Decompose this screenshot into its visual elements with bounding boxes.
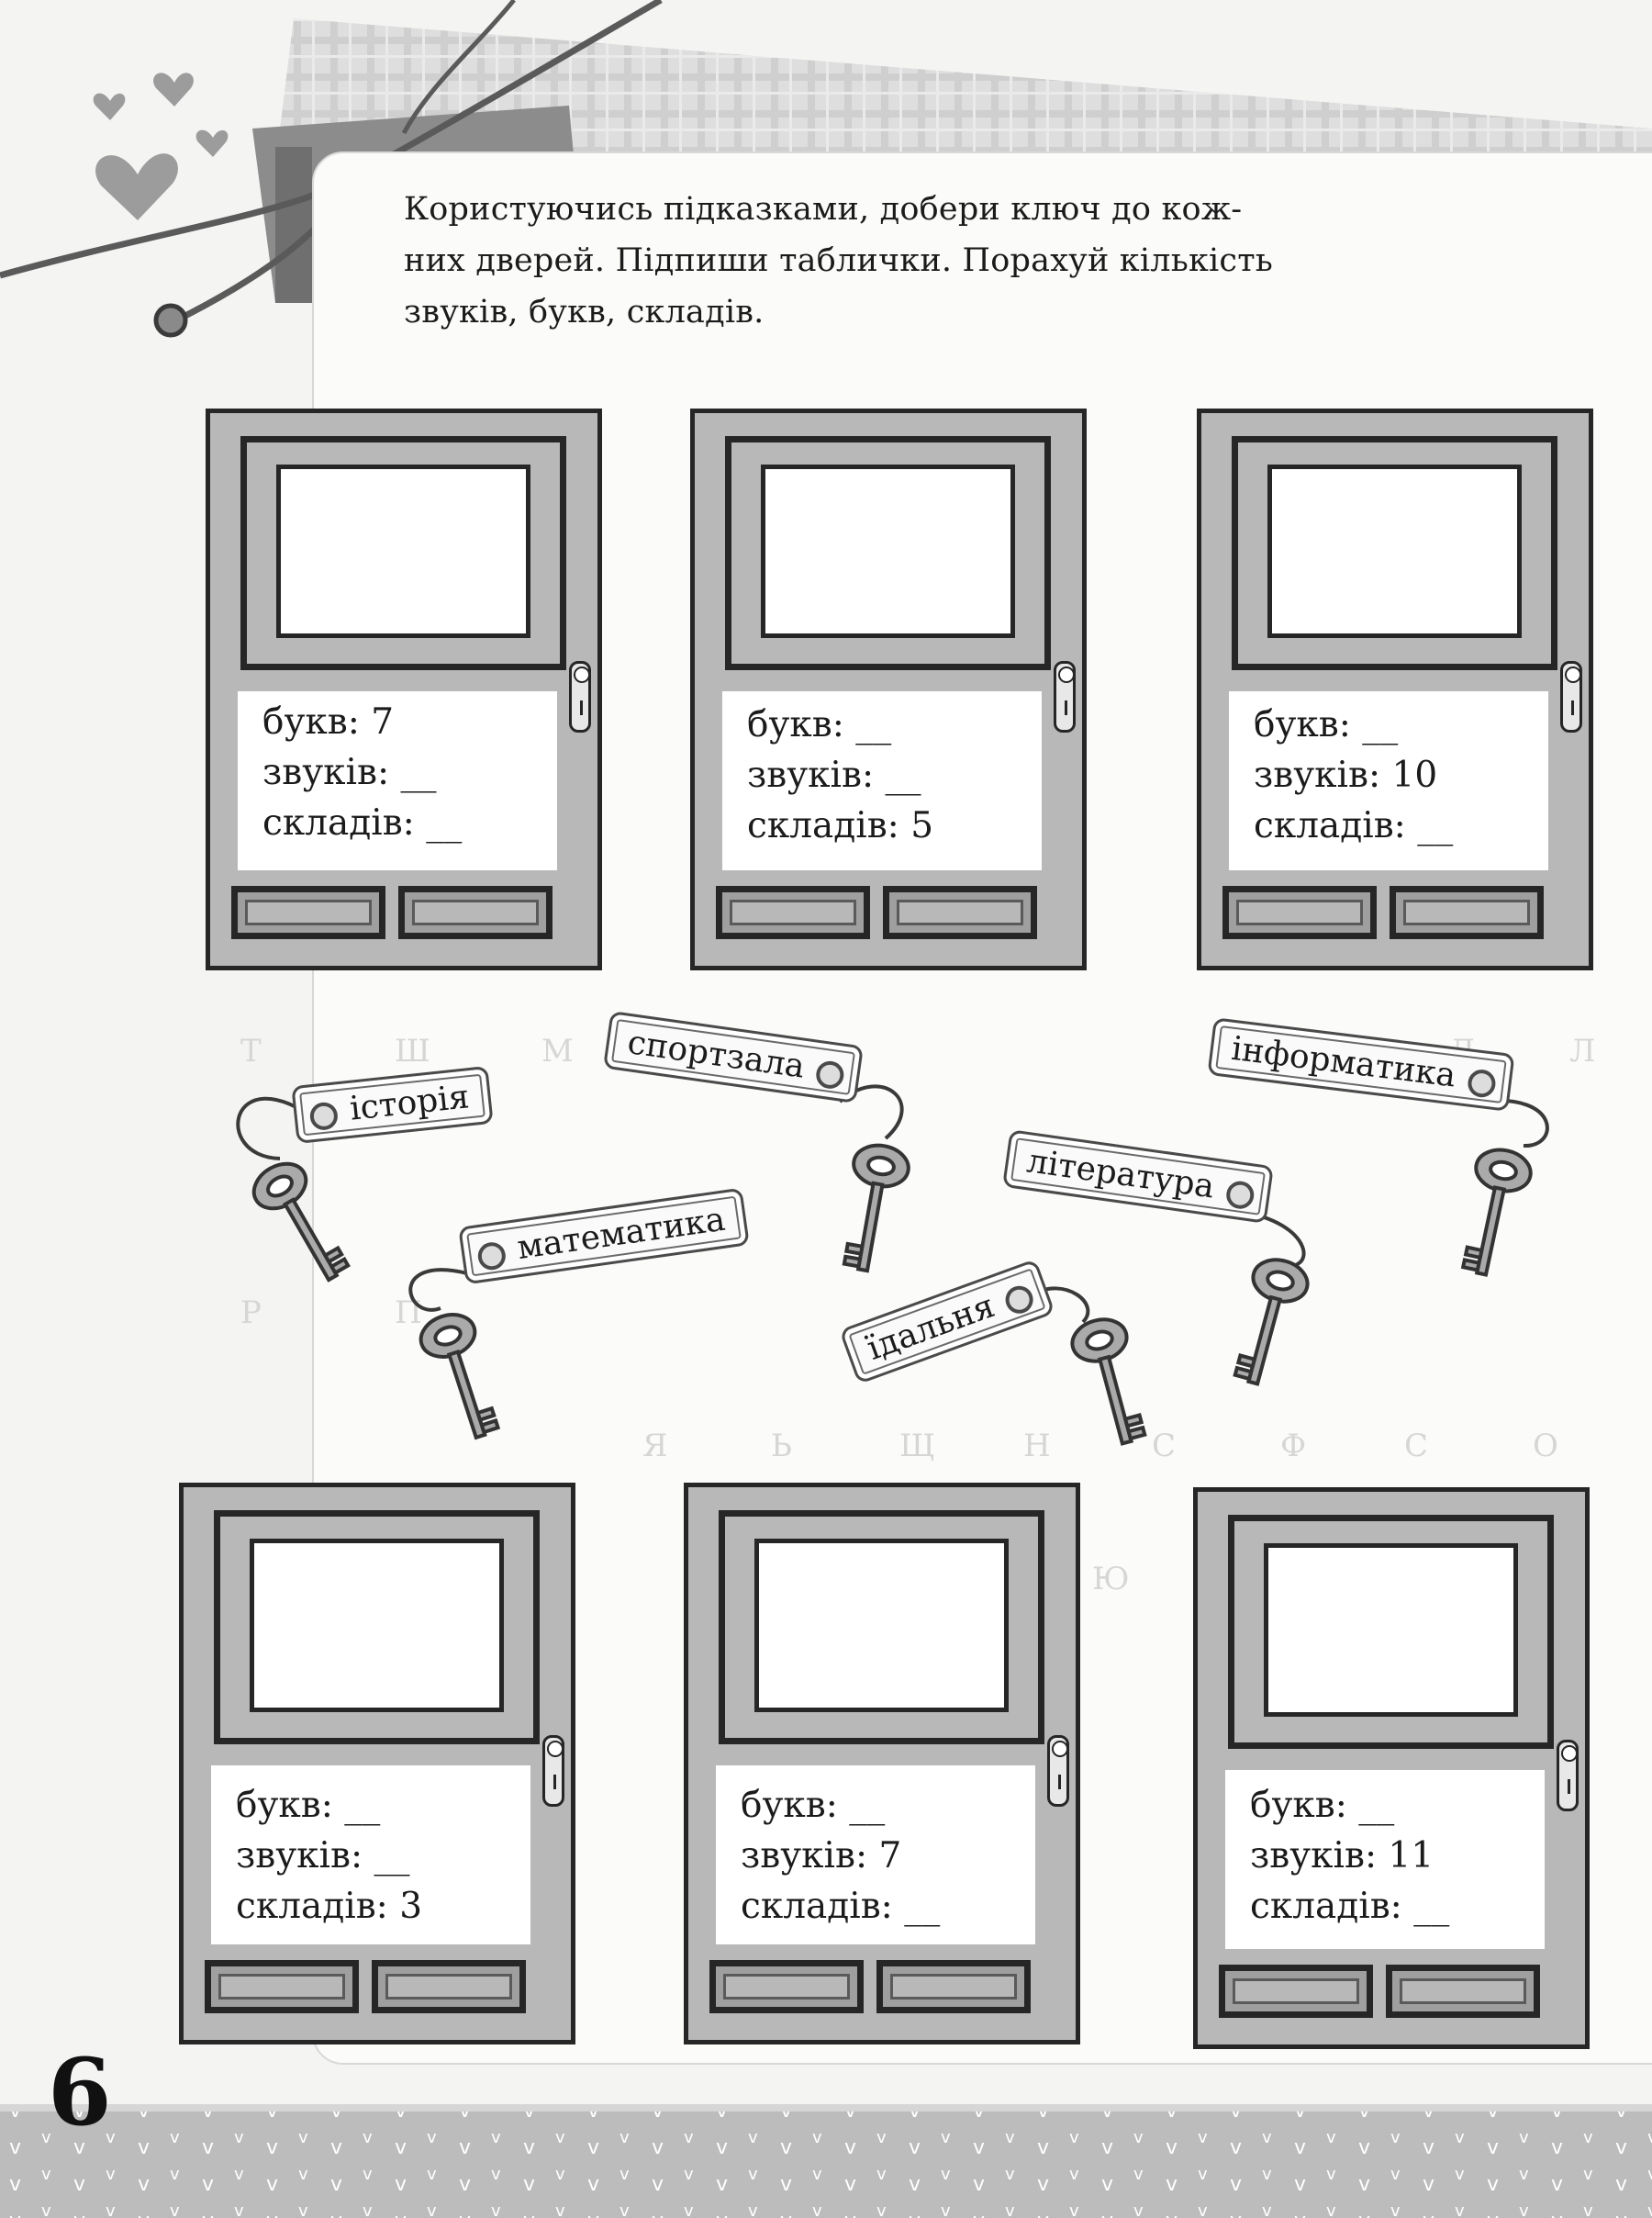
ghost-letter: Ш: [395, 1033, 430, 1070]
door-1-label: [238, 691, 557, 870]
sounds-count: звуків: __: [747, 755, 921, 796]
syllables-count: складів: __: [1254, 805, 1454, 846]
syllables-count: складів: __: [741, 1886, 941, 1927]
door-5: букв: __ звуків: 7 складів: __: [684, 1483, 1080, 2044]
sounds-count: звуків: 10: [1254, 755, 1438, 796]
door-handle-icon: [569, 661, 591, 733]
letters-count: букв: 7: [262, 701, 395, 743]
syllables-count: складів: 5: [747, 805, 934, 846]
ghost-letter: Щ: [899, 1428, 935, 1464]
ghost-letter: П: [395, 1294, 422, 1331]
sounds-count: звуків: 7: [741, 1835, 902, 1876]
tag-hole-icon: [308, 1100, 340, 1131]
tag-hole-icon: [1466, 1067, 1497, 1099]
ghost-letter: Ь: [771, 1428, 792, 1464]
pin-icon: [153, 303, 188, 338]
task-instruction: Користуючись підказками, добери ключ до …: [404, 184, 1514, 338]
door-handle-icon: [1557, 1740, 1579, 1811]
letters-count: букв: __: [1250, 1785, 1395, 1826]
letters-count: букв: __: [1254, 704, 1399, 745]
door-2: букв: __ звуків: __ складів: 5: [690, 409, 1087, 970]
ghost-letter: М: [541, 1033, 574, 1070]
sounds-count: звуків: __: [262, 752, 437, 793]
door-3: букв: __ звуків: 10 складів: __: [1197, 409, 1593, 970]
door-6: букв: __ звуків: 11 складів: __: [1193, 1487, 1590, 2049]
door-6-label: [1225, 1770, 1545, 1949]
door-6-sign[interactable]: [1264, 1543, 1518, 1717]
door-4-sign[interactable]: [250, 1539, 504, 1712]
heart-icon: [93, 73, 229, 220]
door-1-sign[interactable]: [276, 465, 530, 638]
door-2-label: [722, 691, 1042, 870]
door-4: букв: __ звуків: __ складів: 3: [179, 1483, 575, 2044]
syllables-count: складів: __: [262, 802, 463, 844]
sounds-count: звуків: __: [236, 1835, 410, 1876]
door-3-sign[interactable]: [1267, 465, 1522, 638]
ghost-letter: Н: [1023, 1428, 1051, 1464]
door-handle-icon: [1054, 661, 1076, 733]
door-2-sign[interactable]: [761, 465, 1015, 638]
ghost-letter: С: [1404, 1428, 1429, 1464]
sounds-count: звуків: 11: [1250, 1835, 1434, 1876]
key-tag-label: історія: [348, 1078, 472, 1128]
door-5-sign[interactable]: [754, 1539, 1009, 1712]
letters-count: букв: __: [741, 1785, 886, 1826]
syllables-count: складів: __: [1250, 1886, 1450, 1927]
syllables-count: складів: 3: [236, 1886, 423, 1927]
tag-hole-icon: [1224, 1179, 1256, 1211]
ghost-letter: О: [1533, 1428, 1558, 1464]
page-number: 6: [48, 2038, 112, 2146]
door-1: букв: 7 звуків: __ складів: __: [206, 409, 602, 970]
instruction-line: них дверей. Підпиши таблички. Порахуй кі…: [404, 242, 1274, 279]
tag-hole-icon: [1001, 1281, 1037, 1317]
ghost-letter: С: [1152, 1428, 1177, 1464]
door-4-label: [211, 1765, 530, 1944]
door-5-label: [716, 1765, 1035, 1944]
tag-hole-icon: [475, 1239, 508, 1271]
ghost-letter: Л: [1569, 1033, 1596, 1070]
door-handle-icon: [1560, 661, 1582, 733]
ghost-letter: Ю: [1092, 1561, 1130, 1597]
tag-hole-icon: [814, 1059, 846, 1091]
ghost-letter: Т: [240, 1033, 262, 1070]
letters-count: букв: __: [747, 704, 892, 745]
instruction-line: Користуючись підказками, добери ключ до …: [404, 191, 1243, 228]
door-3-label: [1229, 691, 1548, 870]
instruction-line: звуків, букв, складів.: [404, 294, 765, 330]
door-handle-icon: [1047, 1735, 1069, 1807]
ghost-letter: Р: [240, 1294, 262, 1331]
letters-count: букв: __: [236, 1785, 381, 1826]
ghost-letter: Я: [642, 1428, 668, 1464]
ghost-letter: Ф: [1280, 1428, 1307, 1464]
door-handle-icon: [542, 1735, 564, 1807]
